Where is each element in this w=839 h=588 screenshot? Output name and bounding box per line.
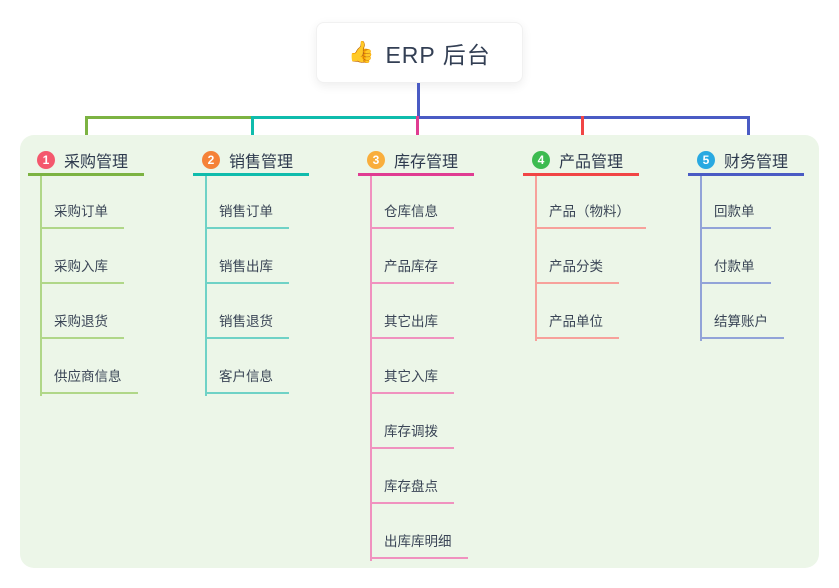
branch-header-inventory[interactable]: 3 库存管理	[358, 147, 474, 176]
node-receipt-order[interactable]: 回款单	[700, 199, 771, 229]
node-product-category[interactable]: 产品分类	[535, 254, 619, 284]
node-sales-order[interactable]: 销售订单	[205, 199, 289, 229]
branch-label-inventory: 库存管理	[394, 154, 459, 171]
connector-root-stub	[417, 83, 420, 119]
node-sales-outbound[interactable]: 销售出库	[205, 254, 289, 284]
badge-2: 2	[202, 151, 220, 169]
tree-panel	[20, 135, 819, 568]
branch-label-purchase: 采购管理	[64, 154, 129, 171]
connector-horizontal-green	[86, 116, 252, 119]
branch-rail-sales	[205, 176, 207, 396]
node-stock-transfer[interactable]: 库存调拨	[370, 419, 454, 449]
badge-1: 1	[37, 151, 55, 169]
badge-5: 5	[697, 151, 715, 169]
branch-header-product[interactable]: 4 产品管理	[523, 147, 639, 176]
connector-horizontal-teal	[252, 116, 417, 119]
branch-rail-finance	[700, 176, 702, 341]
node-purchase-inbound[interactable]: 采购入库	[40, 254, 124, 284]
branch-label-finance: 财务管理	[724, 154, 789, 171]
badge-3: 3	[367, 151, 385, 169]
root-title: ERP 后台	[385, 41, 491, 68]
node-supplier-info[interactable]: 供应商信息	[40, 364, 138, 394]
branch-header-sales[interactable]: 2 销售管理	[193, 147, 309, 176]
node-purchase-order[interactable]: 采购订单	[40, 199, 124, 229]
node-customer-info[interactable]: 客户信息	[205, 364, 289, 394]
node-outbound-detail[interactable]: 出库库明细	[370, 529, 468, 559]
node-payment-order[interactable]: 付款单	[700, 254, 771, 284]
node-product-unit[interactable]: 产品单位	[535, 309, 619, 339]
branch-rail-purchase	[40, 176, 42, 396]
node-product-stock[interactable]: 产品库存	[370, 254, 454, 284]
branch-header-purchase[interactable]: 1 采购管理	[28, 147, 144, 176]
node-purchase-return[interactable]: 采购退货	[40, 309, 124, 339]
root-node[interactable]: 👍 ERP 后台	[316, 22, 523, 83]
node-other-outbound[interactable]: 其它出库	[370, 309, 454, 339]
branch-label-product: 产品管理	[559, 154, 624, 171]
branch-header-finance[interactable]: 5 财务管理	[688, 147, 804, 176]
node-stock-taking[interactable]: 库存盘点	[370, 474, 454, 504]
branch-rail-product	[535, 176, 537, 341]
badge-4: 4	[532, 151, 550, 169]
node-warehouse-info[interactable]: 仓库信息	[370, 199, 454, 229]
thumbs-up-icon: 👍	[348, 40, 376, 64]
branch-label-sales: 销售管理	[229, 154, 294, 171]
node-other-inbound[interactable]: 其它入库	[370, 364, 454, 394]
node-settlement-account[interactable]: 结算账户	[700, 309, 784, 339]
branch-rail-inventory	[370, 176, 372, 561]
node-sales-return[interactable]: 销售退货	[205, 309, 289, 339]
node-product-material[interactable]: 产品（物料）	[535, 199, 646, 229]
